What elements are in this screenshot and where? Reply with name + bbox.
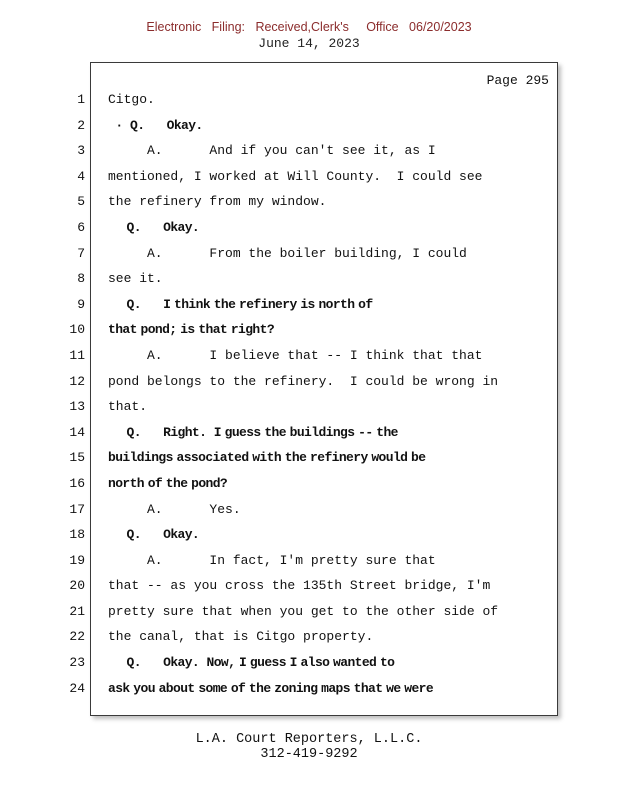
court-reporter-name: L.A. Court Reporters, L.L.C. <box>195 732 423 747</box>
transcript-line: 10 that pond; is that right? <box>55 322 575 348</box>
transcript-line: 17 A. Yes. <box>55 502 575 528</box>
line-text: A. From the boiler building, I could <box>108 245 467 261</box>
transcript-line: 24 ask you about some of the zoning maps … <box>55 681 575 707</box>
line-number: 14 <box>69 424 85 440</box>
line-text: north of the pond? <box>108 475 228 491</box>
line-number: 3 <box>77 143 85 159</box>
transcript-line: 3 A. And if you can't see it, as I <box>55 143 575 169</box>
line-text: A. Yes. <box>108 501 241 517</box>
line-text: the canal, that is Citgo property. <box>108 629 374 645</box>
transcript-line: 22 the canal, that is Citgo property. <box>55 629 575 655</box>
line-text: mentioned, I worked at Will County. I co… <box>108 168 483 184</box>
line-text: A. I believe that -- I think that that <box>108 347 483 363</box>
line-text: see it. <box>108 271 163 287</box>
transcript-line: 15 buildings associated with the refinery… <box>55 450 575 476</box>
line-text: · Q. Okay. <box>108 117 203 133</box>
line-number: 16 <box>69 475 85 491</box>
line-number: 21 <box>69 603 85 619</box>
transcript-line: 23 Q. Okay. Now, I guess I also wanted t… <box>55 655 575 681</box>
line-number: 23 <box>69 655 85 671</box>
line-text: that. <box>108 399 148 415</box>
line-text: ask you about some of the zoning maps th… <box>108 680 434 696</box>
transcript-line: 14 Q. Right. I guess the buildings -- th… <box>55 425 575 451</box>
transcript-line: 21 pretty sure that when you get to the o… <box>55 604 575 630</box>
transcript-line: 7 A. From the boiler building, I could <box>55 246 575 272</box>
line-number: 19 <box>69 552 85 568</box>
line-text: pretty sure that when you get to the oth… <box>108 603 499 619</box>
line-number: 17 <box>69 501 85 517</box>
line-number: 2 <box>77 117 85 133</box>
page-number-label: Page 295 <box>486 73 549 88</box>
transcript-line: 2 · Q. Okay. <box>55 118 575 144</box>
line-text: A. In fact, I'm pretty sure that <box>108 552 436 568</box>
transcript-line: 18 Q. Okay. <box>55 527 575 553</box>
transcript-date: June 14, 2023 <box>258 36 360 51</box>
line-number: 22 <box>69 629 85 645</box>
transcript-line: 4 mentioned, I worked at Will County. I c… <box>55 169 575 195</box>
transcript-line: 13 that. <box>55 399 575 425</box>
line-number: 10 <box>69 322 85 338</box>
line-number: 8 <box>77 271 85 287</box>
line-number: 11 <box>69 347 85 363</box>
transcript-line: 8 see it. <box>55 271 575 297</box>
transcript-line: 20 that -- as you cross the 135th Street … <box>55 578 575 604</box>
line-number: 1 <box>77 92 85 107</box>
line-number: 24 <box>69 680 85 696</box>
line-number: 12 <box>69 373 85 389</box>
transcript-line: 6 Q. Okay. <box>55 220 575 246</box>
line-text: pond belongs to the refinery. I could be… <box>108 373 499 389</box>
line-text: that pond; is that right? <box>108 322 275 338</box>
transcript-line: 9 Q. I think the refinery is north of <box>55 297 575 323</box>
line-text: Q. Okay. <box>108 219 200 235</box>
line-text: A. And if you can't see it, as I <box>108 143 436 159</box>
line-number: 20 <box>69 578 85 594</box>
line-text: that -- as you cross the 135th Street br… <box>108 578 491 594</box>
line-text: the refinery from my window. <box>108 194 327 210</box>
line-text: Q. Okay. <box>108 527 200 543</box>
line-number: 15 <box>69 450 85 466</box>
line-number: 6 <box>77 219 85 235</box>
line-text: Q. I think the refinery is north of <box>108 296 374 312</box>
line-text: Q. Right. I guess the buildings -- the <box>108 424 399 440</box>
transcript-line: 5 the refinery from my window. <box>55 194 575 220</box>
transcript-page-box: Page 295 <box>90 62 558 716</box>
transcript-line: 16 north of the pond? <box>55 476 575 502</box>
line-number: 13 <box>69 399 85 415</box>
line-number: 5 <box>77 194 85 210</box>
transcript-line: 19 A. In fact, I'm pretty sure that <box>55 553 575 579</box>
transcript-line: 12 pond belongs to the refinery. I could … <box>55 374 575 400</box>
line-number: 4 <box>77 168 85 184</box>
court-reporter-phone: 312-419-9292 <box>260 747 358 762</box>
line-number: 9 <box>77 296 85 312</box>
line-number: 18 <box>69 527 85 543</box>
transcript-line: 1 Citgo. <box>55 92 575 118</box>
line-number: 7 <box>77 245 85 261</box>
efiling-stamp: Electronic Filing: Received,Clerk's Offi… <box>146 20 472 34</box>
transcript-line: 11 A. I believe that -- I think that tha… <box>55 348 575 374</box>
line-text: buildings associated with the refinery w… <box>108 450 426 466</box>
line-text: Citgo. <box>108 92 155 107</box>
line-text: Q. Okay. Now, I guess I also wanted to <box>108 655 395 671</box>
